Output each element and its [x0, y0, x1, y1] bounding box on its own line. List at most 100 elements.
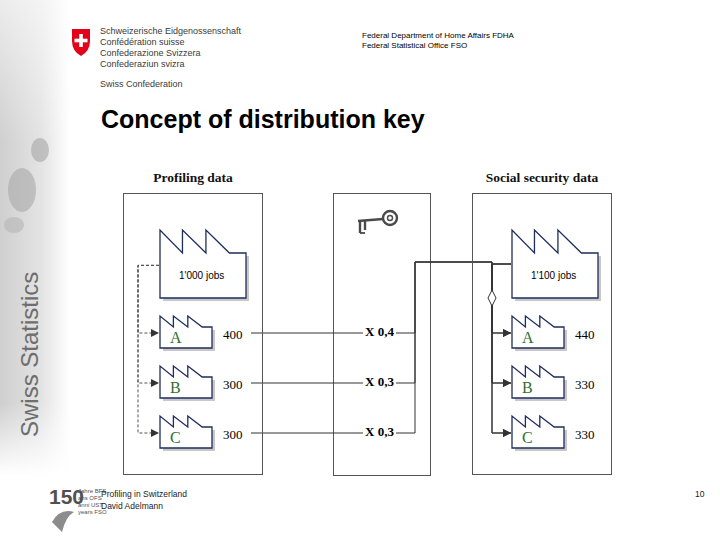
job-count: 1'000 jobs: [179, 270, 224, 282]
unit-letter-holder: A: [522, 329, 534, 347]
connector: [492, 264, 511, 383]
footer-text-holder: Profiling in Switzerland: [101, 489, 187, 499]
org-name-holder: Schweizerische Eidgenossenschaft: [100, 26, 241, 37]
junction-diamond: [488, 290, 496, 306]
department-name: Federal Department of Home Affairs FDHA: [362, 31, 514, 41]
data-panel: Profiling data1'000 jobsA400B300C300: [123, 193, 263, 475]
department-name-holder: Federal Statistical Office FSO: [362, 41, 467, 51]
factory-icon: [511, 315, 569, 353]
job-value: 330: [575, 377, 595, 393]
factory-icon: [511, 415, 569, 453]
job-value: 330: [575, 427, 595, 443]
panel-heading: Profiling data: [124, 170, 262, 186]
department-name-holder: Federal Department of Home Affairs FDHA: [362, 31, 514, 41]
org-name: Schweizerische Eidgenossenschaft: [100, 26, 241, 37]
org-name-holder: Confédération suisse: [100, 37, 185, 48]
factory-icon: [511, 229, 603, 303]
factory-outline: [512, 416, 564, 448]
factory-icon: [511, 365, 569, 403]
connector: [492, 264, 511, 433]
dashed-connector: [138, 265, 159, 333]
job-count: 1'100 jobs: [531, 270, 576, 282]
factory-box: 1'100 jobs: [511, 229, 601, 299]
anniversary-line: anni UST: [78, 502, 103, 508]
job-value: 300: [223, 377, 243, 393]
page-number-holder: 10: [695, 489, 704, 499]
anniversary-swoosh: [52, 511, 74, 532]
factory-outline: [160, 366, 212, 398]
dashed-connector: [138, 265, 159, 383]
factory-icon: [159, 315, 217, 353]
photo-fade: [0, 0, 70, 475]
factory-icon: [159, 365, 217, 403]
factory-box: B 330: [511, 365, 603, 401]
org-name-holder: Swiss Confederation: [100, 79, 183, 90]
org-name: Confederazione Svizzera: [100, 48, 201, 59]
key-factor-holder: X 0,3: [363, 374, 396, 390]
org-name-holder: Confederaziun svizra: [100, 59, 185, 70]
unit-letter-holder: C: [522, 429, 533, 447]
slide-title: Concept of distribution key: [101, 104, 425, 134]
org-name-holder: Confederazione Svizzera: [100, 48, 201, 59]
job-value-holder: 440: [575, 327, 595, 343]
key-factor: X 0,3: [363, 374, 396, 390]
job-value-holder: 330: [575, 427, 595, 443]
key-factor: X 0,3: [363, 424, 396, 440]
panel-heading: Social security data: [473, 170, 611, 186]
department-name: Federal Statistical Office FSO: [362, 41, 467, 51]
footer-text-holder: David Adelmann: [101, 501, 163, 511]
unit-letter: A: [170, 329, 182, 347]
job-value-holder: 300: [223, 377, 243, 393]
org-name: Swiss Confederation: [100, 79, 183, 90]
unit-letter-holder: A: [170, 329, 182, 347]
unit-letter-holder: C: [170, 429, 181, 447]
factory-box: B 300: [159, 365, 251, 401]
factory-box: A 440: [511, 315, 603, 351]
factory-icon: [159, 229, 251, 303]
data-panel: Social security data1'100 jobsA440B330C3…: [472, 193, 612, 475]
swiss-shield: [72, 29, 90, 56]
key-factor: X 0,4: [363, 324, 396, 340]
factory-box: C 330: [511, 415, 603, 451]
key-icon: [358, 211, 397, 233]
footer-text: David Adelmann: [101, 501, 163, 511]
unit-letter: A: [522, 329, 534, 347]
factory-icon: [159, 415, 217, 453]
anniversary-line-holder: anni UST: [78, 502, 103, 508]
dashed-connector: [138, 265, 159, 433]
unit-letter: C: [170, 429, 181, 447]
page-number: 10: [695, 489, 704, 499]
org-name: Confédération suisse: [100, 37, 185, 48]
job-value-holder: 330: [575, 377, 595, 393]
unit-letter: B: [170, 379, 181, 397]
factory-outline: [512, 230, 598, 298]
unit-letter: B: [522, 379, 533, 397]
vertical-brand: Swiss Statistics: [18, 272, 42, 437]
factory-box: 1'000 jobs: [159, 229, 249, 299]
job-value-holder: 400: [223, 327, 243, 343]
job-value-holder: 300: [223, 427, 243, 443]
unit-letter-holder: B: [522, 379, 533, 397]
photo-strip: [0, 0, 70, 475]
factory-outline: [160, 230, 246, 298]
factory-outline: [512, 366, 564, 398]
footer-text: Profiling in Switzerland: [101, 489, 187, 499]
key-factor-holder: X 0,4: [363, 324, 396, 340]
org-name: Confederaziun svizra: [100, 59, 185, 70]
swiss-cross: [75, 39, 88, 43]
factory-box: A 400: [159, 315, 251, 351]
factory-box: C 300: [159, 415, 251, 451]
factory-outline: [160, 416, 212, 448]
job-value: 400: [223, 327, 243, 343]
vertical-brand-holder: Swiss Statistics: [18, 272, 42, 437]
job-value: 440: [575, 327, 595, 343]
anniversary-line-holder: ans OFS: [78, 495, 102, 501]
slide-title-holder: Concept of distribution key: [101, 104, 425, 134]
job-count-holder: 1'100 jobs: [531, 270, 576, 282]
job-count-holder: 1'000 jobs: [179, 270, 224, 282]
panel-heading-holder: Social security data: [473, 170, 611, 186]
factory-outline: [160, 316, 212, 348]
job-value: 300: [223, 427, 243, 443]
unit-letter-holder: B: [170, 379, 181, 397]
